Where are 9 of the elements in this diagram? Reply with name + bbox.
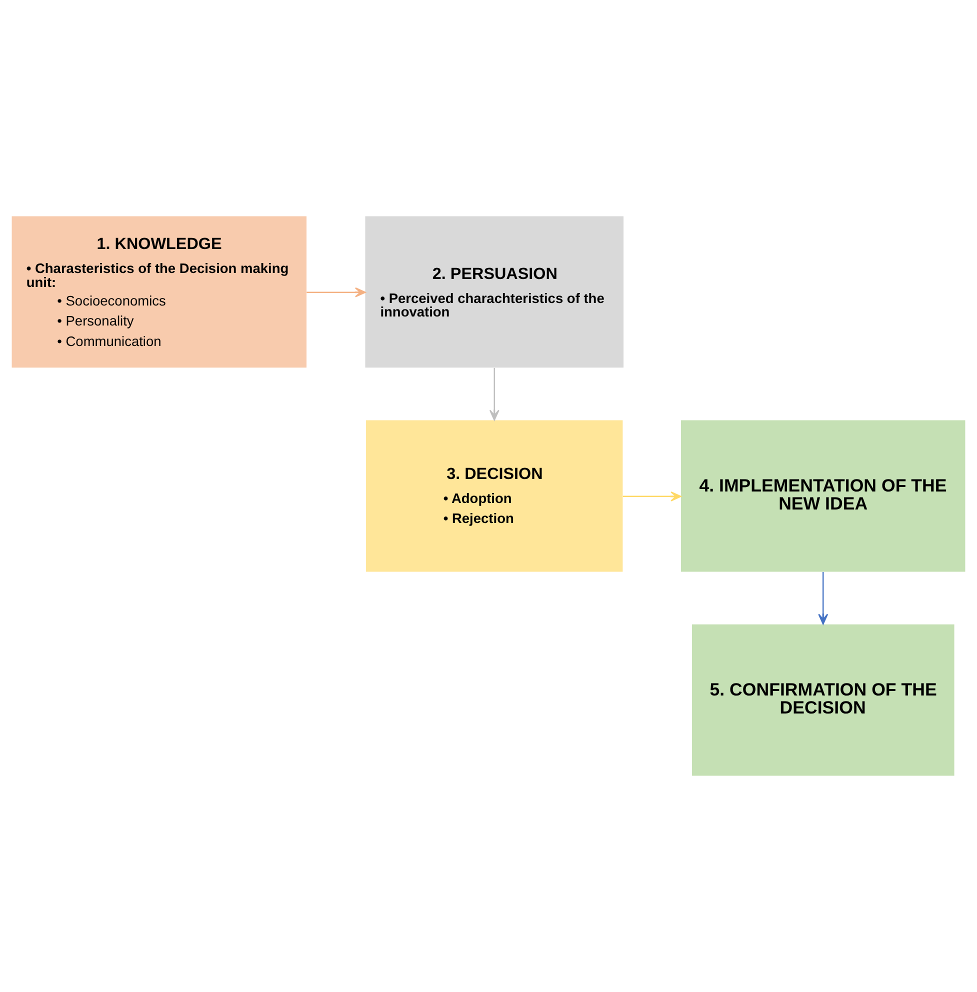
node-box: 4. IMPLEMENTATION OF THE NEW IDEA	[681, 420, 966, 572]
node-box: 2. PERSUASION • Perceived charachteristics of the innovation	[365, 216, 624, 368]
arrow	[818, 572, 828, 625]
arrow	[489, 368, 500, 421]
node-box: 5. CONFIRMATION OF THE DECISION	[692, 624, 954, 776]
node-box: 3. DECISION • Adoption • Rejection	[366, 420, 623, 572]
arrow	[306, 287, 366, 298]
arrow	[622, 491, 682, 502]
node-box: 1. KNOWLEDGE • Charasteristics of the Decision making unit: • Socioeconomics • Personality • Communication	[12, 216, 307, 368]
